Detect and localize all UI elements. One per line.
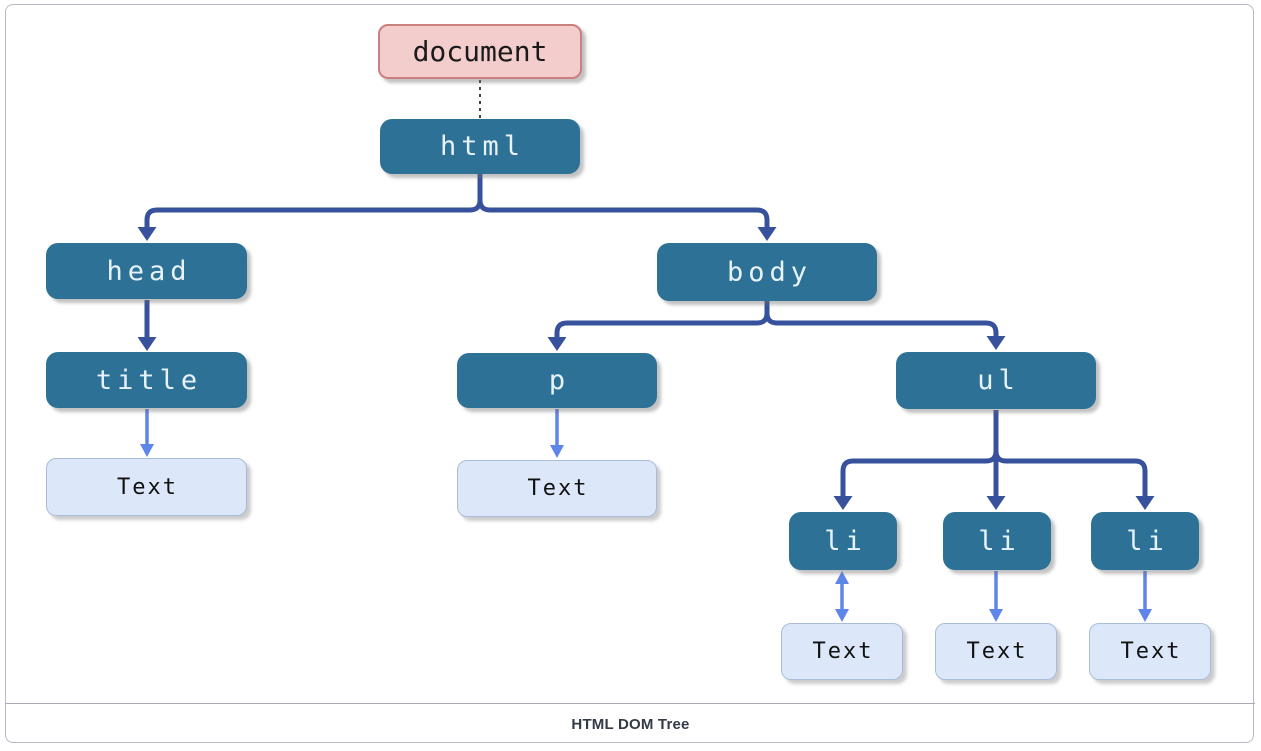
arrowhead-text-li3 (1138, 609, 1152, 622)
node-ul: ul (896, 352, 1096, 409)
edge-body-p (554, 301, 770, 339)
arrowhead-head (137, 227, 157, 241)
edge-ul-li1 (840, 410, 999, 498)
arrowhead-li1 (833, 496, 853, 510)
node-document: document (378, 24, 582, 79)
arrowhead-text-li1 (835, 609, 849, 622)
node-text-li-2: Text (935, 623, 1057, 680)
node-title: title (46, 352, 247, 408)
arrowhead-text-title (140, 444, 154, 457)
node-html: html (380, 119, 580, 174)
arrowhead-ul (986, 336, 1006, 350)
arrowhead-p (547, 337, 567, 351)
node-li-2: li (943, 512, 1051, 570)
edge-ul-li3 (993, 410, 1148, 498)
node-text-li-3: Text (1089, 623, 1211, 680)
node-li-3: li (1091, 512, 1199, 570)
arrowhead-body (757, 227, 777, 241)
node-body: body (657, 243, 877, 301)
edge-html-body (477, 174, 770, 229)
arrowhead-text-li2 (989, 609, 1003, 622)
edge-body-ul (764, 301, 999, 338)
arrowhead-title (137, 337, 157, 351)
node-text-li-1: Text (781, 623, 903, 680)
node-li-1: li (789, 512, 897, 570)
diagram-caption: HTML DOM Tree (571, 715, 690, 733)
caption-bar: HTML DOM Tree (6, 703, 1255, 744)
node-text-title: Text (46, 458, 247, 516)
edge-html-head (144, 174, 483, 229)
node-head: head (46, 243, 247, 299)
arrowhead-li3 (1135, 496, 1155, 510)
arrowhead-up-li1 (835, 571, 849, 584)
arrowhead-li2 (986, 496, 1006, 510)
node-text-p: Text (457, 460, 657, 517)
node-p: p (457, 353, 657, 408)
arrowhead-text-p (550, 445, 564, 458)
